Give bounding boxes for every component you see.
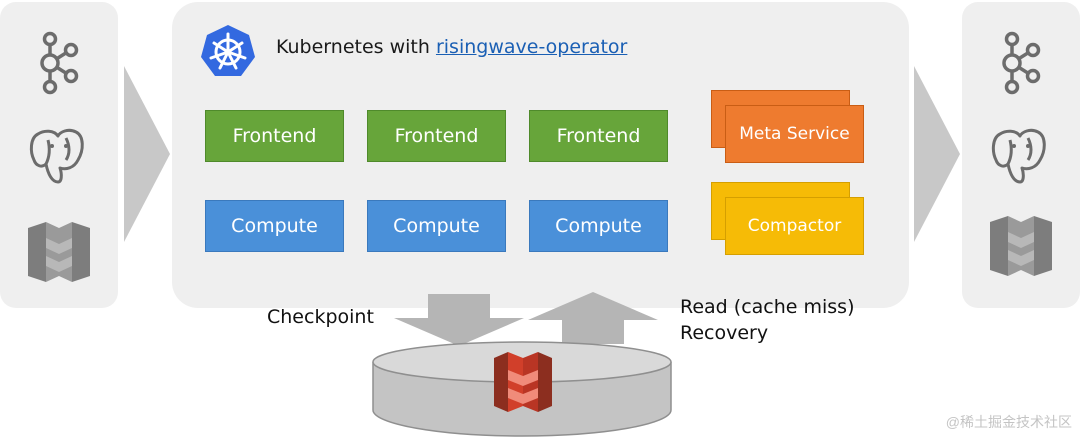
compute-node: Compute [367, 200, 506, 252]
compute-label: Compute [393, 215, 480, 237]
cluster-title-prefix: Kubernetes with [276, 36, 436, 58]
kinesis-icon [990, 216, 1052, 276]
compute-label: Compute [231, 215, 318, 237]
frontend-label: Frontend [232, 125, 317, 147]
frontend-label: Frontend [556, 125, 641, 147]
compute-label: Compute [555, 215, 642, 237]
read-label: Read (cache miss) [680, 296, 855, 318]
read-recovery-arrow [528, 292, 658, 344]
postgresql-icon [29, 128, 84, 184]
watermark: @稀土掘金技术社区 [945, 414, 1072, 430]
frontend-node: Frontend [367, 110, 506, 162]
checkpoint-arrow [394, 294, 524, 346]
kafka-icon [1002, 31, 1041, 95]
risingwave-operator-link[interactable]: risingwave-operator [435, 36, 628, 58]
checkpoint-label: Checkpoint [267, 306, 374, 328]
kafka-icon [40, 31, 79, 95]
postgresql-icon [991, 128, 1046, 184]
meta-service-node: Meta Service [725, 105, 864, 163]
recovery-label: Recovery [680, 322, 769, 344]
s3-bucket-icon [494, 352, 552, 412]
compute-node: Compute [529, 200, 668, 252]
kubernetes-icon [201, 25, 255, 76]
compactor-label: Compactor [747, 216, 842, 236]
output-arrow [914, 66, 960, 242]
frontend-node: Frontend [205, 110, 344, 162]
meta-service-label: Meta Service [739, 124, 850, 144]
frontend-node: Frontend [529, 110, 668, 162]
cluster-title: Kubernetes with risingwave-operator [276, 36, 627, 58]
kinesis-icon [28, 222, 90, 282]
compute-node: Compute [205, 200, 344, 252]
compactor-node: Compactor [725, 197, 864, 255]
ingest-arrow [124, 66, 170, 242]
frontend-label: Frontend [394, 125, 479, 147]
